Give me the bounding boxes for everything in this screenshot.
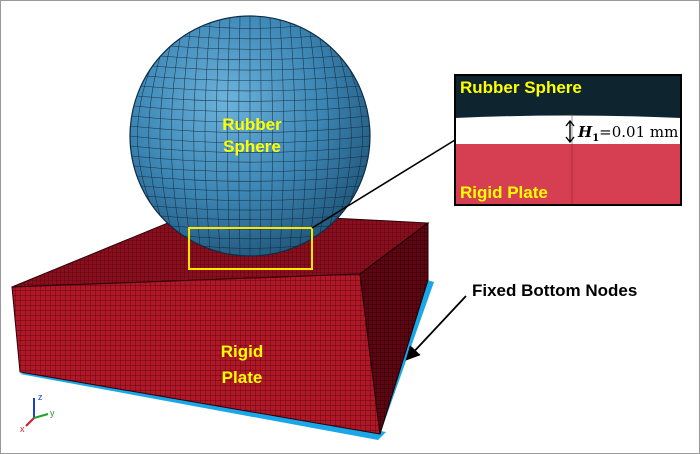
contact-region-highlight — [188, 227, 313, 270]
sphere-mesh-line — [289, 22, 296, 250]
fixed-bottom-nodes-label: Fixed Bottom Nodes — [472, 281, 637, 300]
sphere-mesh-line — [227, 17, 231, 255]
plate-label-line1: Rigid — [221, 342, 264, 361]
axis-x-label: x — [20, 424, 25, 434]
sphere-mesh-line — [299, 26, 307, 246]
sphere-mesh-line — [238, 16, 241, 256]
inset-bottom-label: Rigid Plate — [460, 183, 548, 202]
sphere-mesh-line — [349, 69, 363, 203]
sphere-mesh-line — [182, 32, 191, 240]
sphere-mesh-line — [193, 26, 201, 246]
plate-label-line2: Plate — [222, 368, 263, 387]
axis-triad: z y x — [20, 392, 55, 434]
sphere-label-line2: Sphere — [223, 137, 281, 156]
contact-gap-inset: Rubber Sphere Rigid Plate H1=0.01 mm — [454, 74, 682, 206]
gap-symbol: H — [577, 123, 593, 141]
axis-y-label: y — [50, 408, 55, 418]
rubber-sphere — [129, 15, 371, 257]
sphere-mesh-line — [339, 56, 352, 216]
inset-top-label: Rubber Sphere — [460, 78, 582, 97]
sphere-mesh-line — [329, 46, 341, 226]
sphere-mesh-line — [215, 19, 221, 253]
gap-label: H1=0.01 mm — [577, 123, 678, 144]
sphere-mesh-line — [159, 46, 171, 226]
sphere-mesh-line — [319, 38, 329, 234]
gap-subscript: 1 — [592, 133, 599, 144]
gap-value: =0.01 mm — [599, 123, 678, 141]
sphere-mesh-line — [137, 69, 151, 203]
axis-z-label: z — [38, 392, 43, 402]
sphere-mesh-line — [259, 16, 262, 256]
sphere-mesh-line — [309, 32, 318, 240]
sphere-mesh-line — [269, 17, 273, 255]
sphere-mesh-line — [204, 22, 211, 250]
inset-leader-line — [311, 139, 456, 229]
sphere-mesh-line — [279, 19, 285, 253]
sphere-label-line1: Rubber — [222, 115, 282, 134]
sphere-mesh-line — [171, 38, 181, 234]
sphere-mesh-line — [148, 56, 161, 216]
fixed-nodes-arrow — [405, 295, 467, 361]
